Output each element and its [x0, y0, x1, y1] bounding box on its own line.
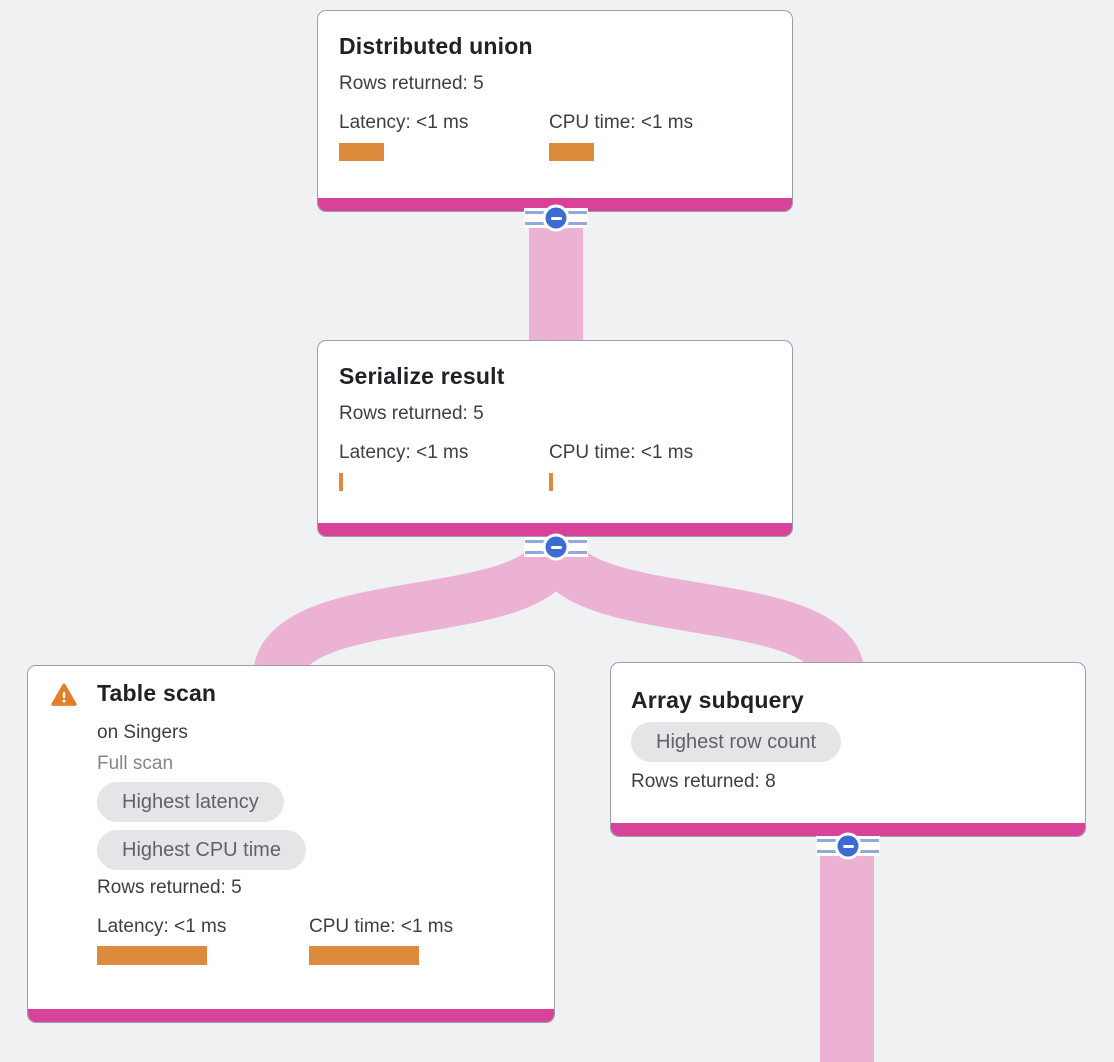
latency-bar: [339, 143, 384, 161]
badge-highest-row-count: Highest row count: [631, 722, 842, 762]
node-accent-strip: [28, 1009, 554, 1022]
minus-icon: [542, 533, 570, 561]
stripe-lines-icon: [817, 839, 837, 853]
latency-label: Latency: <1 ms: [97, 916, 227, 937]
cpu-time-label: CPU time: <1 ms: [549, 442, 694, 463]
edge-serialize-result-to-array-subquery: [531, 538, 865, 682]
badge-highest-latency: Highest latency: [97, 782, 284, 822]
node-array-subquery[interactable]: Array subquery Highest row count Rows re…: [610, 662, 1086, 837]
node-subtitle: on Singers: [97, 722, 188, 743]
stripe-lines-icon: [567, 540, 587, 554]
rows-returned-label: Rows returned: 5: [97, 877, 242, 898]
collapse-button-distributed-union[interactable]: [524, 204, 588, 232]
scan-type-label: Full scan: [97, 753, 174, 774]
stripe-lines-icon: [525, 540, 545, 554]
stripe-lines-icon: [525, 211, 545, 225]
node-table-scan[interactable]: Table scan on Singers Full scan Highest …: [27, 665, 555, 1023]
cpu-time-bar: [549, 143, 594, 161]
warning-icon: [51, 683, 77, 706]
node-accent-strip: [318, 523, 792, 536]
edge-serialize-result-to-table-scan: [253, 538, 581, 682]
node-title: Serialize result: [339, 363, 505, 389]
cpu-time-label: CPU time: <1 ms: [309, 916, 454, 937]
node-title: Table scan: [97, 680, 217, 706]
cpu-time-bar: [309, 946, 419, 965]
node-distributed-union[interactable]: Distributed union Rows returned: 5 Laten…: [317, 10, 793, 212]
minus-icon: [542, 204, 570, 232]
node-title: Distributed union: [339, 33, 533, 59]
rows-returned-label: Rows returned: 5: [339, 403, 484, 424]
latency-bar: [97, 946, 207, 965]
cpu-time-bar: [549, 473, 553, 491]
cpu-time-label: CPU time: <1 ms: [549, 112, 694, 133]
rows-returned-label: Rows returned: 8: [631, 771, 776, 792]
collapse-button-serialize-result[interactable]: [524, 533, 588, 561]
latency-bar: [339, 473, 343, 491]
latency-label: Latency: <1 ms: [339, 442, 469, 463]
collapse-button-array-subquery[interactable]: [816, 832, 880, 860]
node-title: Array subquery: [631, 687, 804, 713]
stripe-lines-icon: [859, 839, 879, 853]
stripe-lines-icon: [567, 211, 587, 225]
rows-returned-label: Rows returned: 5: [339, 73, 484, 94]
minus-icon: [834, 832, 862, 860]
node-accent-strip: [611, 823, 1085, 836]
badge-highest-cpu-time: Highest CPU time: [97, 830, 306, 870]
latency-label: Latency: <1 ms: [339, 112, 469, 133]
node-serialize-result[interactable]: Serialize result Rows returned: 5 Latenc…: [317, 340, 793, 537]
